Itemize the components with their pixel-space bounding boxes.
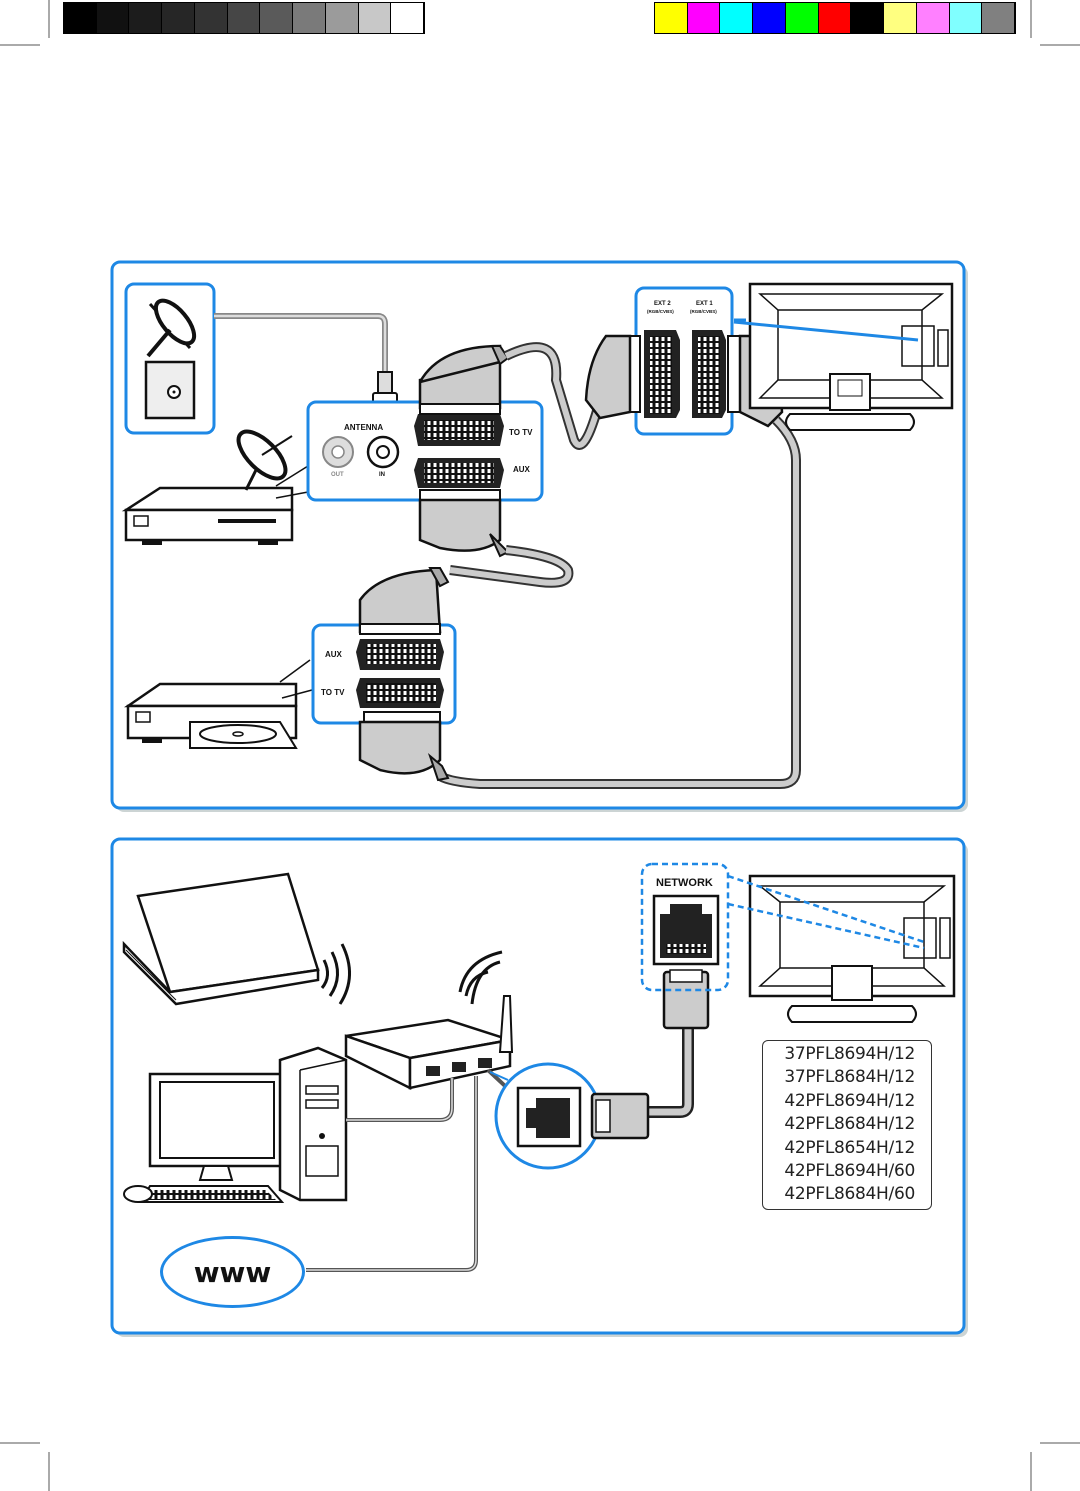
tv-network-callout-bottom bbox=[727, 902, 925, 950]
wifi-waves-router bbox=[458, 950, 503, 1005]
calibration-swatch bbox=[358, 3, 392, 33]
calibration-swatch bbox=[96, 3, 130, 33]
tv-back-top bbox=[748, 282, 954, 431]
recorder-to-tv-label: TO TV bbox=[321, 688, 345, 697]
antenna-out-label: OUT bbox=[331, 472, 344, 478]
www-internet-label: www bbox=[160, 1236, 305, 1308]
calibration-swatch bbox=[818, 3, 852, 33]
grayscale-calibration-bar bbox=[63, 2, 425, 34]
satellite-dish-icon bbox=[146, 298, 197, 358]
model-number: 42PFL8684H/12 bbox=[784, 1114, 915, 1135]
recorder-aux-label: AUX bbox=[325, 650, 342, 659]
calibration-swatch bbox=[982, 3, 1016, 33]
model-number: 42PFL8684H/60 bbox=[784, 1184, 915, 1205]
antenna-out-socket bbox=[322, 436, 354, 468]
antenna-in-socket bbox=[366, 435, 400, 469]
model-number: 42PFL8694H/60 bbox=[784, 1161, 915, 1182]
antenna-socket-icon bbox=[144, 360, 196, 420]
coax-plug bbox=[377, 371, 393, 395]
calibration-swatch bbox=[949, 3, 983, 33]
calibration-swatch bbox=[753, 3, 786, 33]
antenna-label: ANTENNA bbox=[344, 423, 384, 432]
ethernet-plug-horizontal bbox=[590, 1092, 650, 1140]
calibration-swatch bbox=[227, 3, 261, 33]
tv-callout-line bbox=[733, 320, 919, 342]
ext1-label: EXT 1 bbox=[696, 301, 713, 307]
scart-plug-top-2 bbox=[358, 567, 450, 635]
to-tv-label: TO TV bbox=[509, 428, 533, 437]
calibration-swatch bbox=[851, 3, 885, 33]
calibration-swatch bbox=[655, 3, 688, 33]
tv-back-bottom bbox=[748, 874, 956, 1023]
network-label: NETWORK bbox=[656, 877, 713, 889]
tv-network-callout-top bbox=[727, 874, 925, 944]
model-number: 37PFL8684H/12 bbox=[784, 1067, 915, 1088]
antenna-in-label: IN bbox=[379, 472, 385, 478]
scart-plug-top-1 bbox=[418, 344, 510, 415]
dvd-recorder bbox=[123, 682, 298, 749]
calibration-swatch bbox=[391, 3, 425, 33]
scart-plug-tv-ext2 bbox=[584, 334, 641, 420]
calibration-swatch bbox=[884, 3, 917, 33]
router-icon bbox=[344, 995, 514, 1091]
tv-scart-ext1-socket bbox=[692, 330, 726, 418]
recorder-scart-aux bbox=[356, 639, 444, 670]
tv-network-port-icon bbox=[652, 894, 720, 966]
calibration-swatch bbox=[325, 3, 359, 33]
ethernet-plug-vertical bbox=[662, 969, 710, 1030]
laptop-icon bbox=[122, 872, 320, 1006]
scart-plug-bottom-2 bbox=[358, 711, 450, 782]
calibration-swatch bbox=[785, 3, 819, 33]
desktop-computer-icon bbox=[123, 1046, 348, 1203]
calibration-swatch bbox=[720, 3, 754, 33]
recorder-scart-to-tv bbox=[356, 678, 444, 708]
calibration-swatch bbox=[194, 3, 228, 33]
calibration-swatch bbox=[129, 3, 163, 33]
calibration-swatch bbox=[916, 3, 950, 33]
model-number: 37PFL8694H/12 bbox=[784, 1044, 915, 1064]
ethernet-port-icon bbox=[516, 1086, 582, 1148]
ext2-label: EXT 2 bbox=[654, 301, 671, 307]
aux-label: AUX bbox=[513, 465, 530, 474]
model-number: 42PFL8694H/12 bbox=[784, 1090, 915, 1111]
scart-socket-to-tv bbox=[414, 414, 504, 446]
scart-socket-aux bbox=[414, 458, 504, 488]
wifi-waves-laptop bbox=[320, 943, 352, 1005]
calibration-swatch bbox=[293, 3, 326, 33]
calibration-swatch bbox=[64, 3, 97, 33]
calibration-swatch bbox=[260, 3, 294, 33]
satellite-receiver bbox=[121, 486, 294, 545]
scart-plug-bottom-1 bbox=[418, 489, 510, 558]
model-number: 42PFL8654H/12 bbox=[784, 1137, 915, 1158]
calibration-swatch bbox=[162, 3, 195, 33]
color-calibration-bar bbox=[654, 2, 1016, 34]
ext2-sub-label: (RGB/CVBS) bbox=[647, 309, 674, 314]
receiver-dish-icon bbox=[236, 429, 293, 491]
network-port-box bbox=[640, 862, 730, 992]
ext1-sub-label: (RGB/CVBS) bbox=[690, 309, 717, 314]
tv-scart-ext2-socket bbox=[644, 330, 680, 418]
calibration-swatch bbox=[687, 3, 721, 33]
